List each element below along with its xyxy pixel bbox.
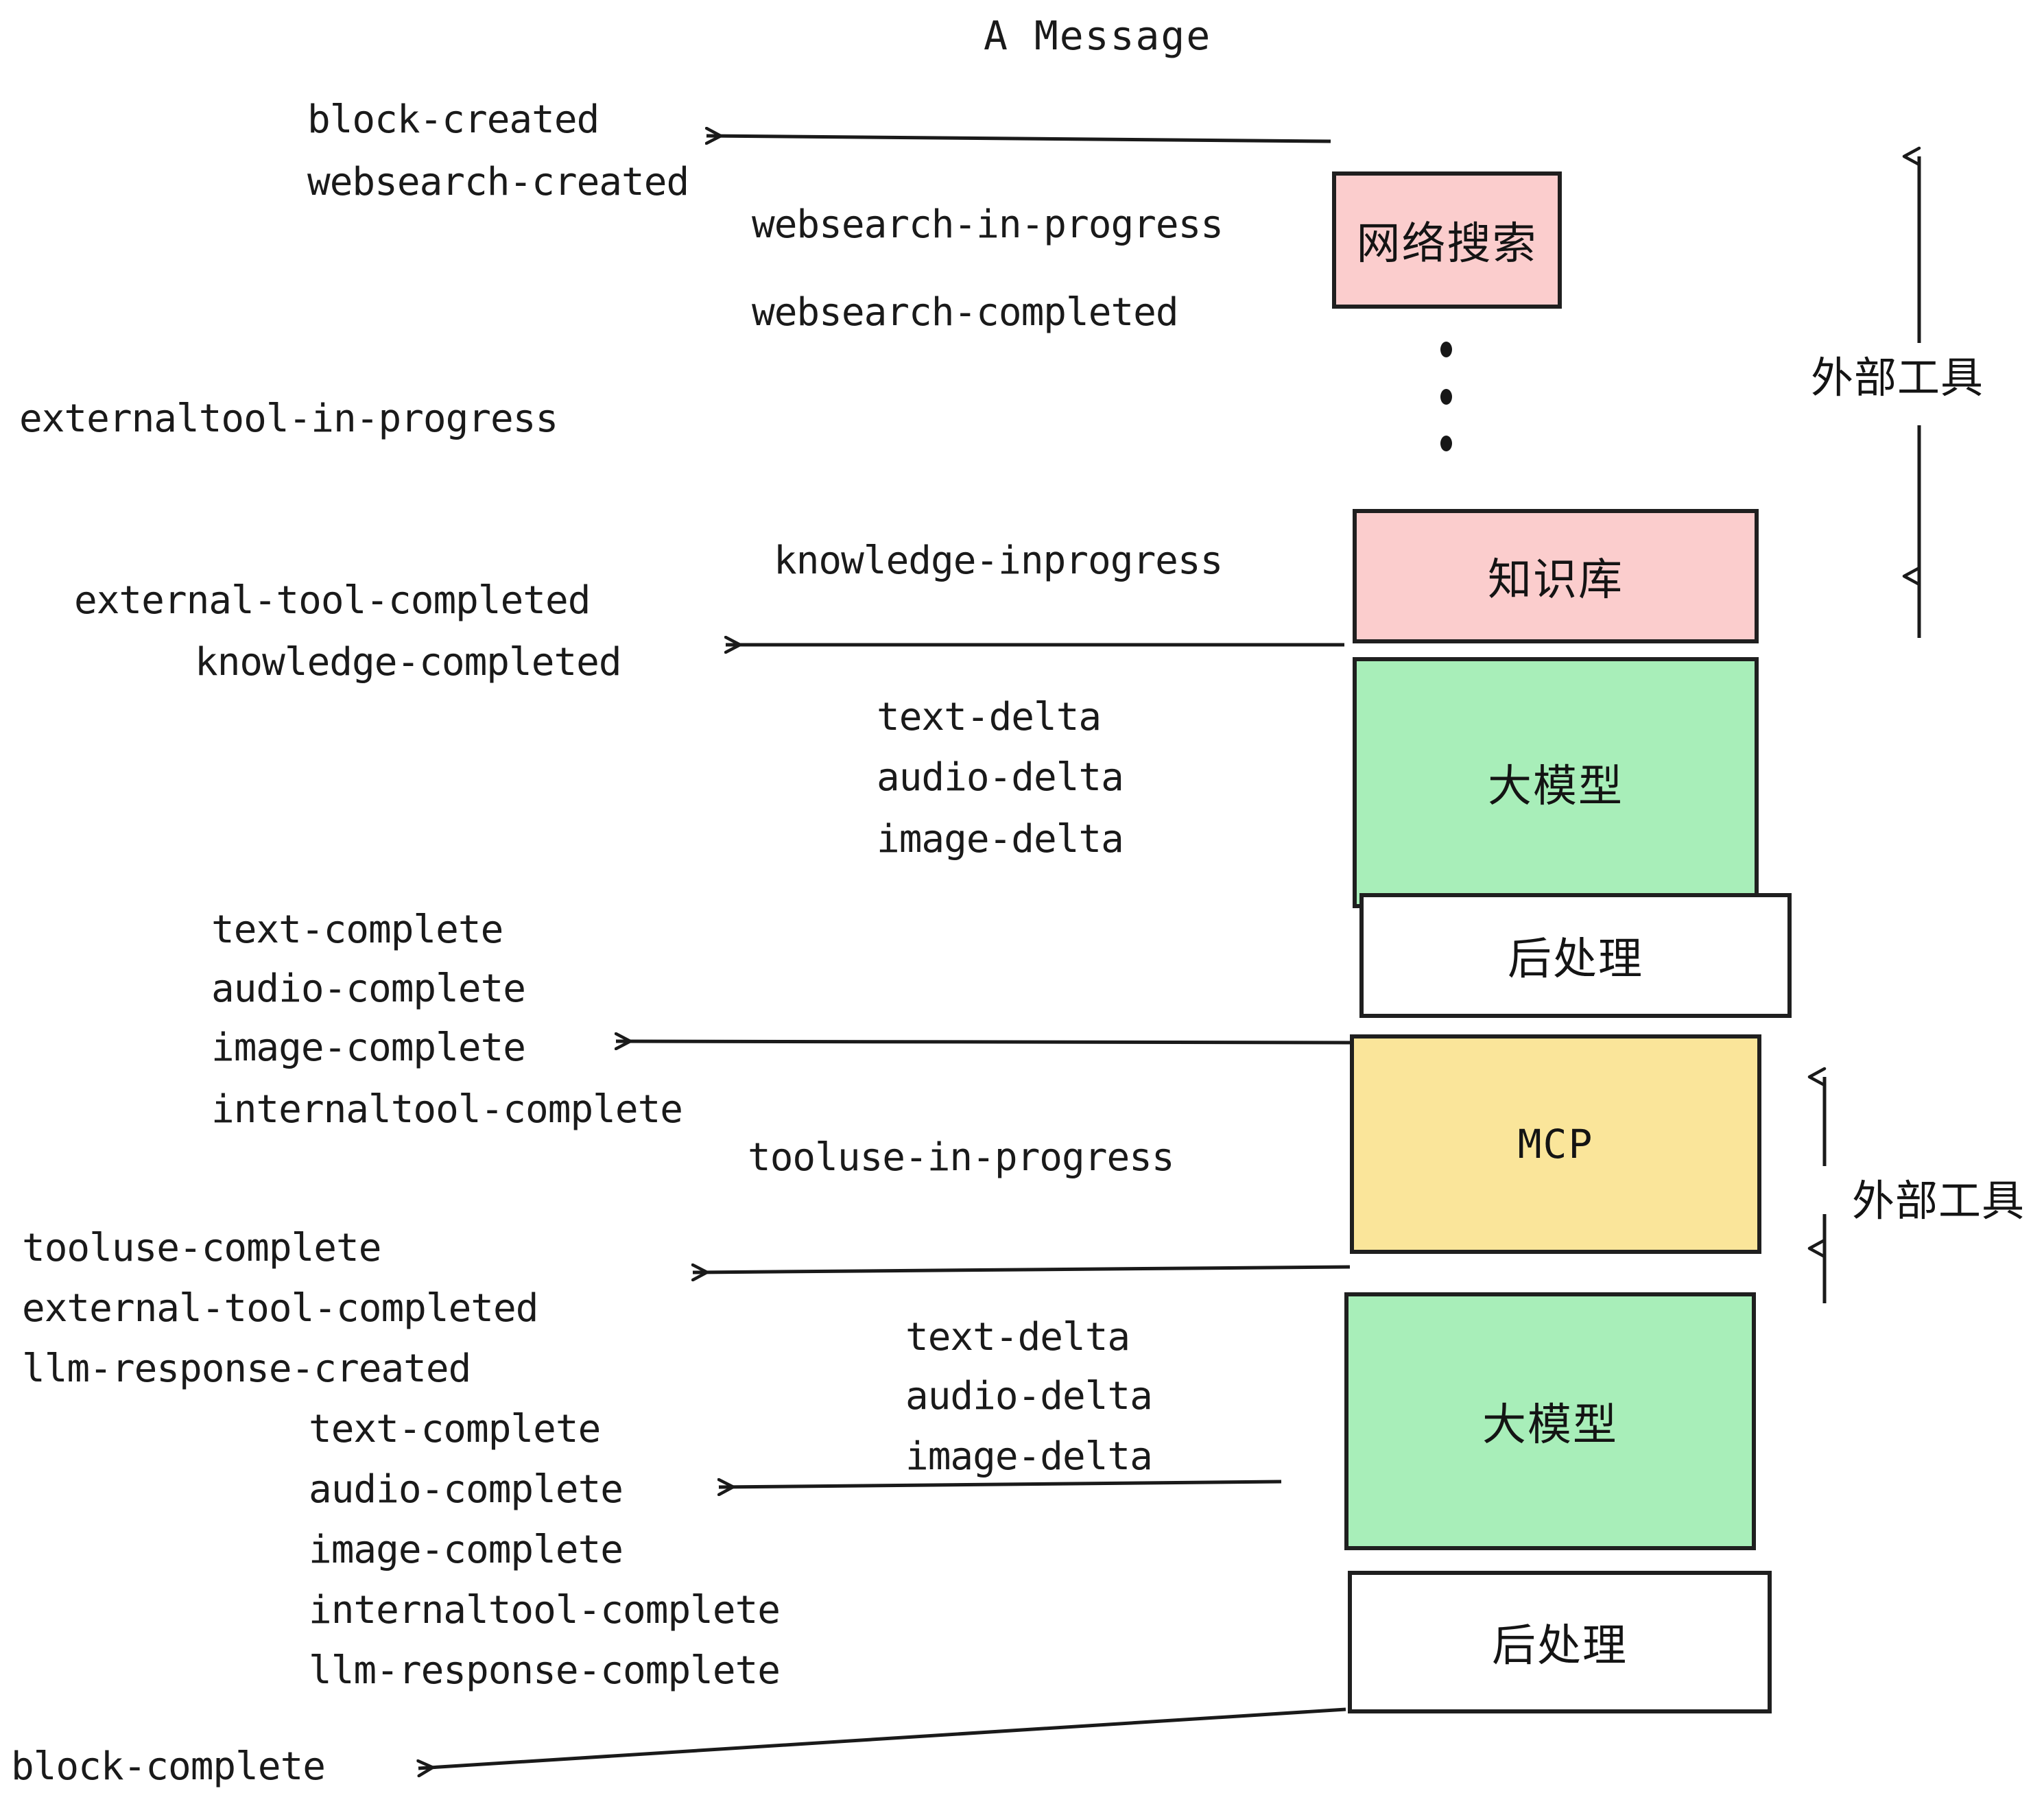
- event-block-created: block-created: [307, 97, 599, 142]
- arrow-mcp-to-tooluse-complete: [693, 1267, 1351, 1272]
- event-block-complete: block-complete: [11, 1744, 326, 1789]
- node-llm-top-label: 大模型: [1488, 761, 1624, 812]
- event-llm-response-complete: llm-response-complete: [309, 1648, 781, 1693]
- event-websearch-created: websearch-created: [307, 160, 689, 204]
- node-postprocess-bottom-label: 后处理: [1492, 1621, 1628, 1672]
- event-text-delta-1: text-delta: [877, 695, 1102, 739]
- event-text-complete-2: text-complete: [309, 1407, 601, 1451]
- event-llm-response-created: llm-response-created: [22, 1346, 471, 1391]
- event-internaltool-complete-1: internaltool-complete: [211, 1087, 683, 1132]
- node-mcp-label: MCP: [1517, 1121, 1594, 1167]
- event-external-tool-completed-2: external-tool-completed: [22, 1286, 538, 1331]
- event-websearch-in-progress: websearch-in-progress: [752, 202, 1224, 247]
- arrow-postprocess-to-image-complete: [616, 1041, 1351, 1043]
- node-websearch-label: 网络搜索: [1356, 219, 1538, 270]
- event-externaltool-in-progress: externaltool-in-progress: [19, 396, 558, 441]
- node-knowledge-base[interactable]: 知识库: [1353, 509, 1759, 643]
- event-text-complete-1: text-complete: [211, 907, 503, 952]
- event-websearch-completed: websearch-completed: [752, 290, 1179, 335]
- dot-1: [1440, 342, 1452, 357]
- event-tooluse-in-progress: tooluse-in-progress: [748, 1135, 1175, 1180]
- node-llm-bottom-label: 大模型: [1482, 1400, 1618, 1451]
- event-audio-delta-1: audio-delta: [877, 755, 1124, 800]
- arrow-llm-to-audio-complete: [719, 1482, 1282, 1487]
- node-postprocess-top-label: 后处理: [1508, 934, 1643, 985]
- event-image-complete-1: image-complete: [211, 1025, 526, 1070]
- event-external-tool-completed-1: external-tool-completed: [74, 578, 591, 623]
- event-internaltool-complete-2: internaltool-complete: [309, 1588, 781, 1633]
- event-image-delta-1: image-delta: [877, 817, 1124, 862]
- event-tooluse-complete: tooluse-complete: [22, 1226, 381, 1270]
- event-text-delta-2: text-delta: [905, 1315, 1130, 1360]
- node-mcp[interactable]: MCP: [1350, 1034, 1761, 1254]
- arrow-websearch-to-created: [706, 136, 1331, 141]
- event-knowledge-completed: knowledge-completed: [195, 640, 622, 685]
- ellipsis-dots: [1439, 342, 1453, 451]
- node-postprocess-top[interactable]: 后处理: [1359, 893, 1792, 1018]
- event-audio-delta-2: audio-delta: [905, 1374, 1153, 1419]
- annotation-external-tools-top: 外部工具: [1811, 353, 1984, 403]
- node-knowledge-base-label: 知识库: [1488, 555, 1624, 606]
- annotation-external-tools-bottom: 外部工具: [1852, 1176, 2025, 1226]
- dot-3: [1440, 436, 1452, 451]
- dot-2: [1440, 388, 1452, 405]
- node-websearch[interactable]: 网络搜索: [1332, 171, 1562, 309]
- node-llm-top[interactable]: 大模型: [1353, 657, 1759, 908]
- page-title: A Message: [984, 12, 1212, 59]
- event-image-complete-2: image-complete: [309, 1528, 623, 1572]
- node-llm-bottom[interactable]: 大模型: [1344, 1292, 1756, 1550]
- arrow-postprocess-to-block-complete: [418, 1707, 1346, 1768]
- event-audio-complete-1: audio-complete: [211, 966, 526, 1011]
- event-image-delta-2: image-delta: [905, 1434, 1153, 1479]
- node-postprocess-bottom[interactable]: 后处理: [1348, 1571, 1772, 1713]
- event-knowledge-inprogress: knowledge-inprogress: [774, 538, 1223, 583]
- event-audio-complete-2: audio-complete: [309, 1467, 623, 1512]
